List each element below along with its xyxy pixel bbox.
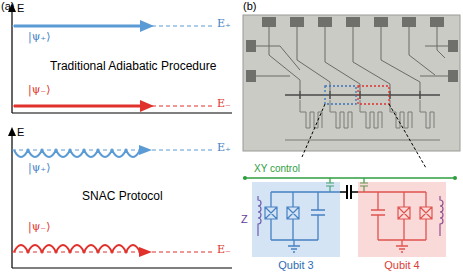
state-label: |ψ₋⟩: [28, 221, 50, 234]
qubit-region: Qubit 4: [358, 182, 446, 274]
energy-axes: [12, 132, 232, 268]
qubit-highlight: [325, 86, 356, 104]
axis-label: E: [17, 2, 24, 15]
qubit-name: Qubit 3: [252, 259, 340, 272]
region-shade: [358, 182, 446, 257]
state-arrowhead: [140, 20, 154, 32]
line-terminal: [453, 176, 457, 180]
coupling-wire: [340, 191, 358, 192]
coupling-capacitor: [347, 185, 351, 199]
energy-label: E₊: [217, 18, 231, 31]
control-wires: [256, 27, 448, 91]
state-arrowhead: [139, 247, 152, 257]
state-arrowhead: [140, 100, 154, 112]
qubit-name: Qubit 4: [358, 259, 446, 272]
signal-name: Z: [241, 213, 248, 226]
chip-photo: [243, 15, 460, 151]
region-shade: [252, 182, 340, 257]
signal-name: XY control: [254, 163, 300, 175]
panel-letter: (a): [1, 0, 14, 13]
axis-arrowhead: [8, 127, 16, 136]
xy-control-line: [243, 177, 456, 179]
zoom-lines: [302, 104, 426, 168]
panel-letter: (b): [243, 0, 256, 13]
nonadiabatic-cycles: [14, 150, 140, 157]
state-label: |ψ₊⟩: [28, 31, 50, 44]
energy-axes: [12, 8, 232, 113]
readout-resonators: [285, 100, 440, 140]
procedure-title: SNAC Protocol: [82, 190, 163, 204]
energy-level-line: [12, 26, 214, 27]
energy-label: E₊: [217, 142, 231, 155]
state-arrowhead: [139, 145, 152, 155]
state-label: |ψ₊⟩: [28, 162, 50, 175]
line-terminal: [243, 176, 247, 180]
energy-level-line: [12, 106, 214, 107]
state-arrow: [14, 105, 142, 108]
qubit-chain: [285, 91, 440, 99]
energy-label: E₋: [217, 244, 231, 257]
nonadiabatic-cycles: [14, 245, 140, 252]
bond-pads: [246, 17, 458, 82]
energy-label: E₋: [217, 98, 231, 111]
state-label: |ψ₋⟩: [28, 84, 50, 97]
qubit-highlight: [358, 86, 389, 104]
procedure-title: Traditional Adiabatic Procedure: [50, 60, 216, 74]
qubit-region: Qubit 3: [252, 182, 340, 274]
state-arrow: [14, 25, 142, 28]
axis-label: E: [17, 126, 24, 139]
